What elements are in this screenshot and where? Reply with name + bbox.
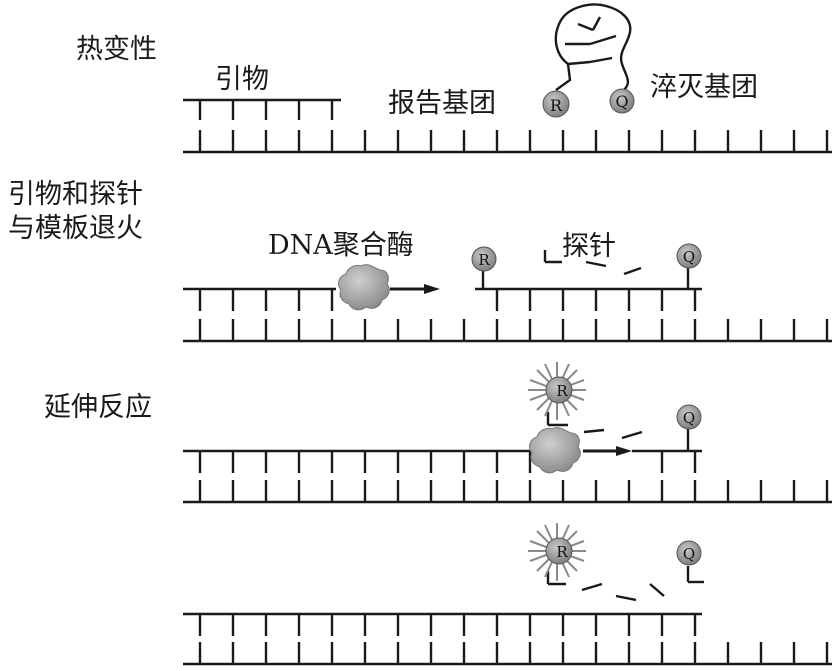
- new-strand-ticks-3: [198, 451, 532, 473]
- dna-polymerase-2: [338, 264, 390, 311]
- reporter-group-label: 报告基团: [388, 88, 496, 119]
- step-label-extend: 延伸反应: [44, 392, 152, 423]
- arrow-polymerase-2: [390, 284, 440, 294]
- svg-text:R: R: [550, 96, 563, 115]
- reporter-dye-bound: R: [471, 246, 497, 272]
- template-ticks-3: [198, 480, 829, 502]
- svg-text:Q: Q: [683, 545, 695, 563]
- svg-text:Q: Q: [615, 92, 628, 111]
- panel-complete: [183, 566, 832, 666]
- probe-ticks-bound: [495, 289, 697, 311]
- svg-text:Q: Q: [683, 409, 695, 427]
- svg-text:R: R: [478, 251, 490, 269]
- svg-text:Q: Q: [683, 248, 695, 266]
- new-strand-ticks-4: [198, 614, 697, 636]
- reporter-dye-released-4: R: [545, 537, 573, 565]
- panel-denature: [183, 3, 832, 154]
- quencher-dye-bound: Q: [676, 243, 702, 269]
- svg-text:R: R: [556, 382, 568, 400]
- template-ticks-2: [198, 319, 829, 341]
- step-label-anneal-line2: 与模板退火: [8, 213, 143, 244]
- primer-label: 引物: [215, 64, 269, 95]
- primer-ticks-2: [198, 289, 334, 311]
- panel-anneal: [183, 250, 832, 343]
- template-ticks-1: [198, 130, 829, 152]
- quencher-dye-4: Q: [676, 540, 702, 566]
- reporter-dye-free: R: [542, 90, 570, 118]
- quencher-group-label: 淬灭基团: [650, 72, 758, 103]
- primer-ticks: [198, 100, 334, 120]
- svg-text:R: R: [556, 543, 568, 561]
- step-label-denature: 热变性: [76, 34, 157, 65]
- reporter-dye-released-3: R: [545, 376, 573, 404]
- template-ticks-4: [198, 642, 829, 664]
- probe-label: 探针: [562, 231, 616, 262]
- step-label-anneal-line1: 引物和探针: [8, 179, 143, 210]
- dna-polymerase-label: DNA聚合酶: [268, 230, 414, 261]
- dna-polymerase-3: [529, 427, 581, 474]
- quencher-dye-free: Q: [609, 88, 635, 114]
- panel-extend: [183, 412, 832, 504]
- folded-probe: [554, 3, 632, 91]
- quencher-dye-3: Q: [676, 404, 702, 430]
- arrow-polymerase-3: [583, 446, 632, 456]
